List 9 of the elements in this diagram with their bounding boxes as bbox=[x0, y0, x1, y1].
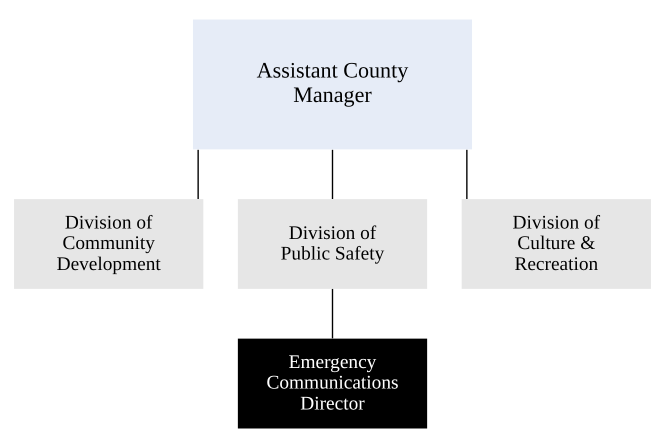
node-box: Division of Community Development bbox=[14, 199, 204, 289]
connector bbox=[466, 150, 468, 199]
node-box: Assistant County Manager bbox=[192, 20, 472, 150]
connector bbox=[332, 288, 334, 338]
node-box: Division of Public Safety bbox=[238, 199, 428, 289]
node-box: Emergency Communications Director bbox=[238, 338, 428, 428]
connector bbox=[332, 150, 334, 199]
node-box: Division of Culture & Recreation bbox=[462, 199, 651, 289]
connector bbox=[197, 150, 199, 199]
